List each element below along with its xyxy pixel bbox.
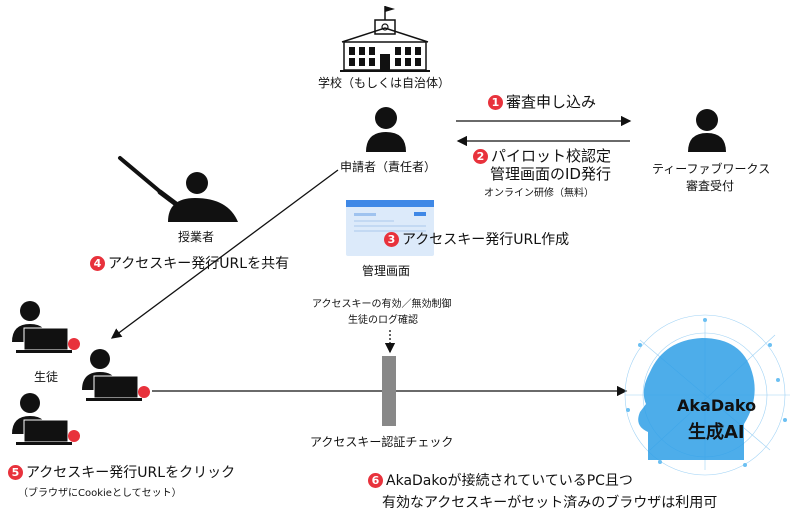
teacher-label: 授業者: [178, 230, 215, 244]
step2-number-badge: 2: [473, 149, 488, 164]
step2-text-line1: パイロット校認定: [491, 147, 612, 165]
step5-number-badge: 5: [8, 465, 23, 480]
tfw-person-icon: [688, 109, 726, 152]
tfw-label: ティーファブワークス: [652, 162, 771, 176]
admin-note-line2: 生徒のログ確認: [348, 315, 418, 326]
step5-text: アクセスキー発行URLをクリック: [26, 465, 236, 481]
step6-text-line1: AkaDakoが接続されていているPC且つ: [386, 473, 633, 489]
teacher-pointer-icon: [118, 156, 238, 222]
applicant-person-icon: [366, 107, 406, 152]
school-label: 学校（もしくは自治体）: [318, 76, 451, 90]
step3-text: アクセスキー発行URL作成: [402, 232, 570, 248]
step4-text: アクセスキー発行URLを共有: [108, 256, 290, 272]
ai-head-icon: [624, 314, 790, 476]
student-laptop-icon-3: [12, 393, 80, 445]
students-label: 生徒: [34, 370, 59, 384]
step6-number-badge: 6: [368, 473, 383, 488]
tfw-sub-label: 審査受付: [686, 179, 735, 193]
applicant-label: 申請者（責任者）: [340, 160, 437, 174]
admin-note-line1: アクセスキーの有効／無効制御: [312, 299, 452, 310]
admin-label: 管理画面: [362, 264, 411, 278]
step6-text-line2: 有効なアクセスキーがセット済みのブラウザは利用可: [382, 495, 718, 511]
auth-check-label: アクセスキー認証チェック: [310, 435, 454, 449]
student-laptop-icon-1: [12, 301, 80, 353]
step2-sub: オンライン研修（無料）: [484, 188, 594, 199]
ai-label: 生成AI: [688, 422, 745, 443]
step1-text: 審査申し込み: [506, 93, 597, 111]
step4-number-badge: 4: [90, 256, 105, 271]
arrow-share-url: [110, 169, 339, 339]
auth-check-gate: [382, 356, 396, 426]
step1-number-badge: 1: [488, 95, 503, 110]
step5-sub: （ブラウザにCookieとしてセット）: [18, 488, 182, 499]
student-laptop-icon-2: [82, 349, 150, 401]
admin-screen-icon: [346, 200, 434, 256]
school-building-icon: [340, 6, 430, 72]
step2-text-line2: 管理画面のID発行: [490, 165, 611, 183]
step3-number-badge: 3: [384, 232, 399, 247]
ai-brand-label: AkaDako: [677, 396, 757, 415]
